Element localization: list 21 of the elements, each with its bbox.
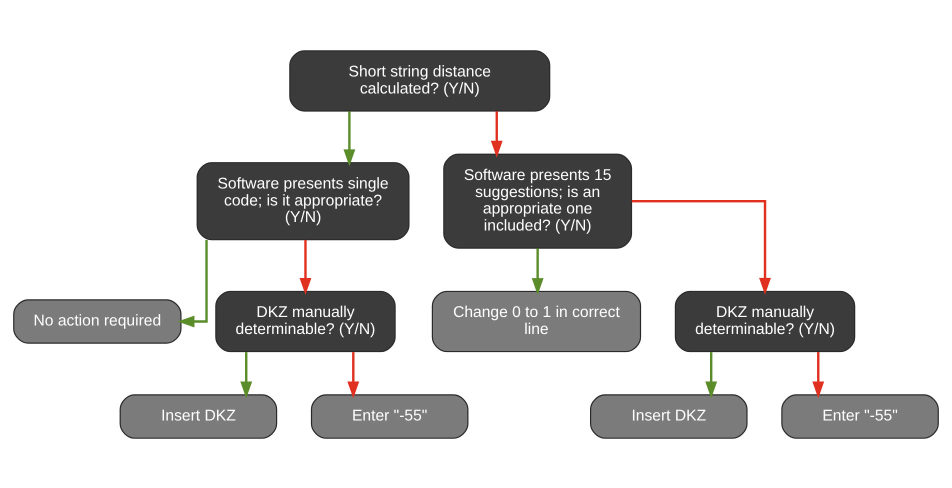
arrow (705, 352, 718, 398)
arrow (300, 239, 312, 294)
node-box: Insert DKZ (590, 394, 748, 438)
node-box: No action required (13, 298, 182, 344)
node-box: DKZ manually determinable? (Y/N) (674, 290, 856, 352)
node-box: DKZ manually determinable? (Y/N) (215, 290, 396, 352)
node-box: Software presents 15 suggestions; is an appropriate one included? (Y/N) (443, 153, 632, 248)
node-box: Software presents single code; is it appropriate? (Y/N) (196, 162, 410, 240)
node-box: Enter "-55" (310, 394, 468, 438)
arrow (178, 239, 208, 327)
node-box: Insert DKZ (120, 394, 278, 438)
node-box: Change 0 to 1 in correct line (432, 290, 642, 352)
arrow (532, 248, 544, 295)
arrow (632, 199, 771, 294)
arrow (490, 110, 503, 158)
node-box: Short string distance calculated? (Y/N) (289, 50, 550, 112)
arrow (347, 352, 360, 398)
node-box: Enter "-55" (781, 394, 939, 438)
arrow (240, 352, 252, 398)
arrow (343, 110, 356, 166)
arrow (812, 352, 824, 398)
